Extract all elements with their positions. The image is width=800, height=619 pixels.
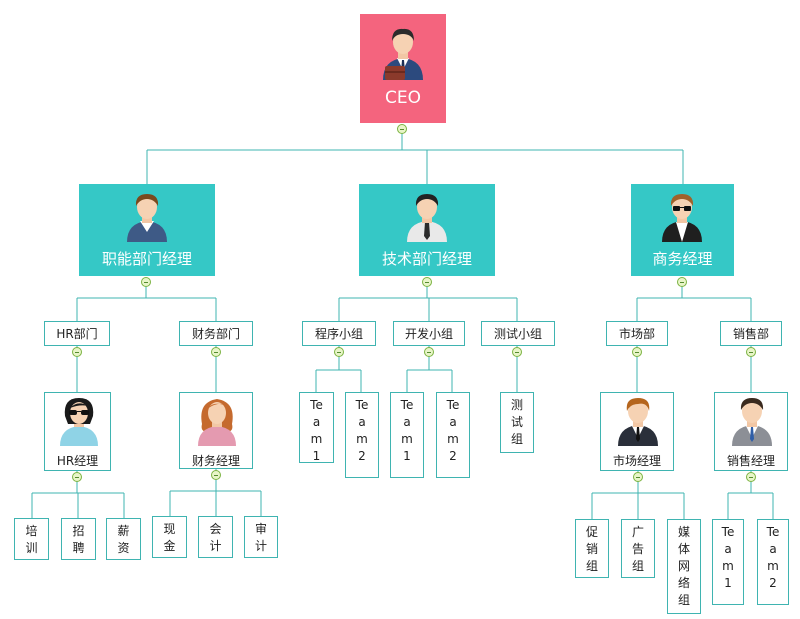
- leaf-promotion[interactable]: 促销组: [575, 519, 609, 578]
- female-sunglasses-avatar-icon: [60, 398, 98, 446]
- leaf-dev-team2[interactable]: Team2: [436, 392, 470, 478]
- leaf-label: Team2: [766, 525, 780, 590]
- leaf-program-team1[interactable]: Team1: [299, 392, 334, 463]
- hr-department-node[interactable]: HR部门: [44, 321, 110, 346]
- collapse-toggle-icon[interactable]: [633, 472, 643, 482]
- leaf-dev-team1[interactable]: Team1: [390, 392, 424, 478]
- collapse-toggle-icon[interactable]: [422, 277, 432, 287]
- sales-department-node[interactable]: 销售部: [720, 321, 782, 346]
- market-department-node[interactable]: 市场部: [606, 321, 668, 346]
- male-glasses-avatar-icon: [662, 194, 702, 242]
- leaf-accounting[interactable]: 会计: [198, 516, 233, 558]
- collapse-toggle-icon[interactable]: [334, 347, 344, 357]
- leaf-label: 现金: [163, 522, 176, 553]
- collapse-toggle-icon[interactable]: [677, 277, 687, 287]
- leaf-label: Team1: [310, 398, 323, 463]
- collapse-toggle-icon[interactable]: [72, 472, 82, 482]
- collapse-toggle-icon[interactable]: [397, 124, 407, 134]
- business-manager-node[interactable]: 商务经理: [631, 184, 734, 276]
- finance-department-node[interactable]: 财务部门: [179, 321, 253, 346]
- leaf-label: 广告组: [631, 525, 644, 573]
- tech-manager-label: 技术部门经理: [381, 250, 472, 268]
- collapse-toggle-icon[interactable]: [746, 472, 756, 482]
- leaf-label: Team1: [721, 525, 735, 590]
- tech-manager-node[interactable]: 技术部门经理: [359, 184, 495, 276]
- collapse-toggle-icon[interactable]: [211, 347, 221, 357]
- ceo-avatar-icon: [383, 28, 423, 80]
- finance-manager-card[interactable]: 财务经理: [179, 392, 253, 469]
- leaf-cash[interactable]: 现金: [152, 516, 187, 558]
- collapse-toggle-icon[interactable]: [211, 470, 221, 480]
- leaf-label: 测试组: [510, 398, 523, 446]
- admin-manager-node[interactable]: 职能部门经理: [79, 184, 215, 276]
- collapse-toggle-icon[interactable]: [141, 277, 151, 287]
- leaf-label: 培训: [25, 524, 38, 555]
- market-manager-label: 市场经理: [612, 454, 661, 468]
- ceo-node[interactable]: CEO: [360, 14, 446, 123]
- collapse-toggle-icon[interactable]: [746, 347, 756, 357]
- leaf-label: 薪资: [117, 524, 130, 555]
- ceo-label: CEO: [385, 88, 421, 108]
- leaf-recruiting[interactable]: 招聘: [61, 518, 96, 560]
- leaf-salary[interactable]: 薪资: [106, 518, 141, 560]
- male-avatar-icon: [618, 398, 658, 446]
- leaf-training[interactable]: 培训: [14, 518, 49, 560]
- sales-manager-card[interactable]: 销售经理: [714, 392, 788, 471]
- leaf-label: Team2: [355, 398, 369, 463]
- female-avatar-icon: [198, 399, 236, 446]
- collapse-toggle-icon[interactable]: [424, 347, 434, 357]
- leaf-sales-team2[interactable]: Team2: [757, 519, 789, 605]
- leaf-sales-team1[interactable]: Team1: [712, 519, 744, 605]
- leaf-program-team2[interactable]: Team2: [345, 392, 379, 478]
- male-avatar-icon: [407, 194, 447, 242]
- business-manager-label: 商务经理: [652, 250, 713, 268]
- leaf-label: 招聘: [72, 524, 85, 555]
- male-avatar-icon: [127, 194, 167, 242]
- dev-group-node[interactable]: 开发小组: [393, 321, 465, 346]
- leaf-label: Team1: [400, 398, 414, 463]
- leaf-test-group[interactable]: 测试组: [500, 392, 534, 453]
- program-group-node[interactable]: 程序小组: [302, 321, 376, 346]
- market-manager-card[interactable]: 市场经理: [600, 392, 674, 471]
- male-avatar-icon: [732, 398, 772, 446]
- leaf-label: 媒体网络组: [677, 525, 690, 607]
- leaf-label: Team2: [446, 398, 460, 463]
- collapse-toggle-icon[interactable]: [72, 347, 82, 357]
- sales-manager-label: 销售经理: [726, 454, 775, 468]
- collapse-toggle-icon[interactable]: [512, 347, 522, 357]
- leaf-label: 审计: [254, 522, 267, 553]
- leaf-audit[interactable]: 审计: [244, 516, 278, 558]
- admin-manager-label: 职能部门经理: [101, 250, 192, 268]
- leaf-label: 促销组: [585, 525, 598, 573]
- finance-manager-label: 财务经理: [191, 454, 240, 468]
- hr-manager-label: HR经理: [56, 454, 99, 468]
- hr-manager-card[interactable]: HR经理: [44, 392, 111, 471]
- leaf-media[interactable]: 媒体网络组: [667, 519, 701, 614]
- collapse-toggle-icon[interactable]: [632, 347, 642, 357]
- leaf-advertising[interactable]: 广告组: [621, 519, 655, 578]
- test-group-node[interactable]: 测试小组: [481, 321, 555, 346]
- leaf-label: 会计: [209, 522, 222, 553]
